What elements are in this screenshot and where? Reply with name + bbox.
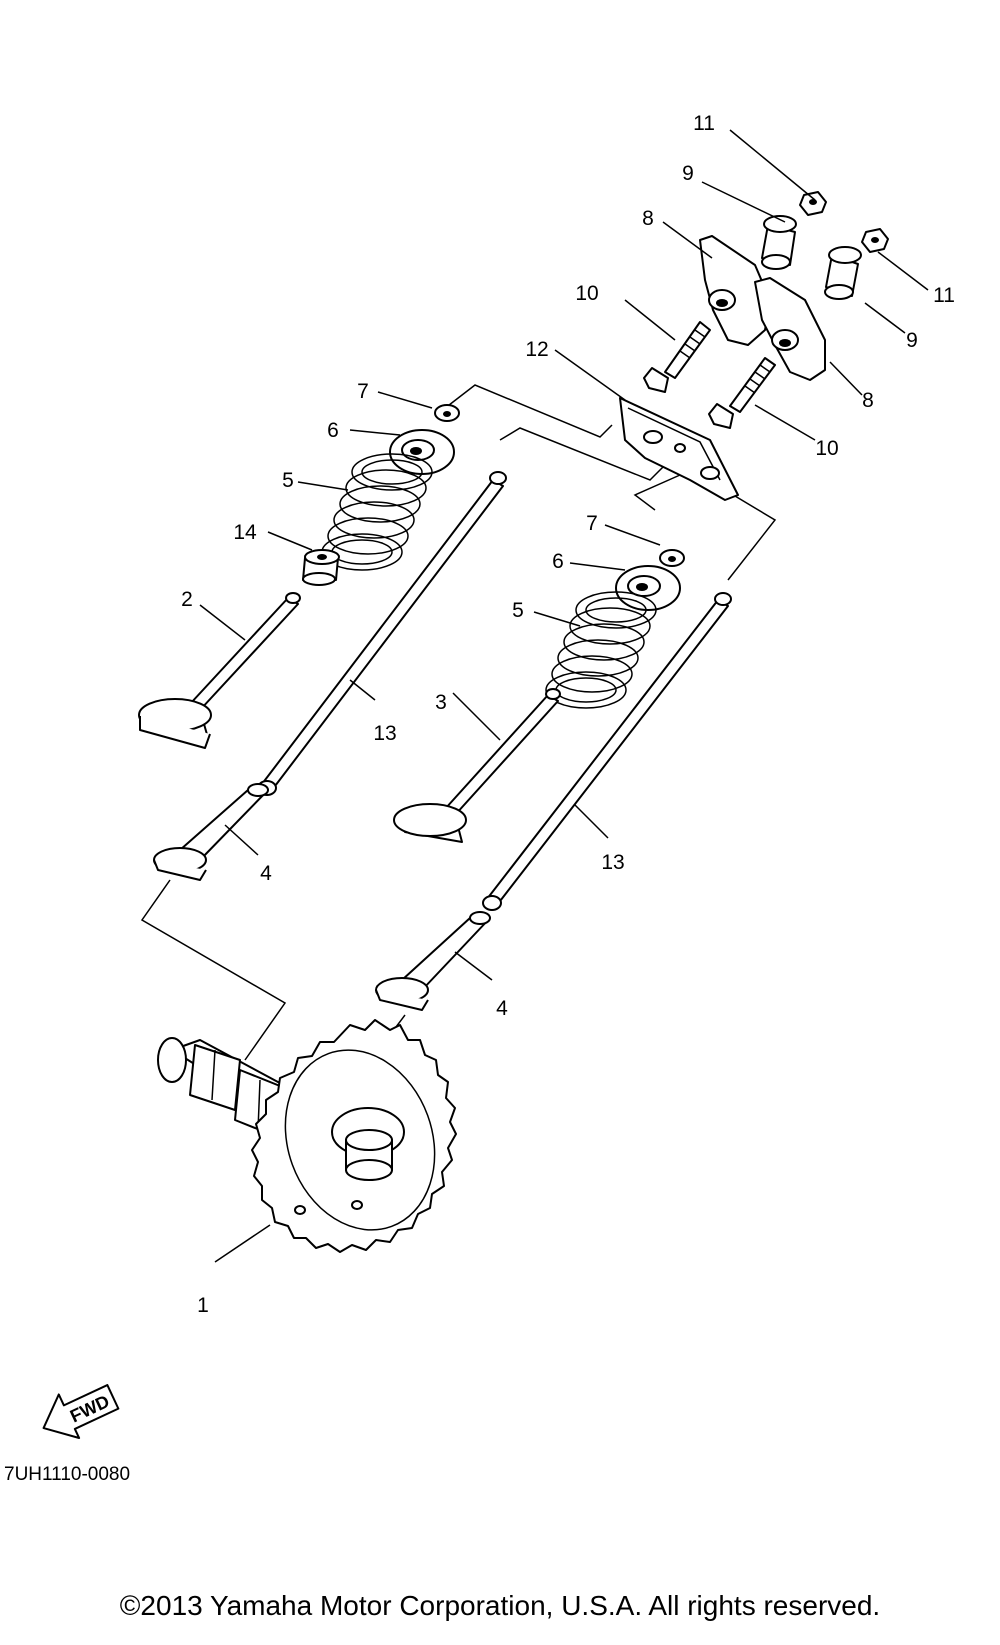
callout-14: 14	[233, 521, 257, 544]
nut-left	[799, 191, 827, 216]
callout-10-right: 10	[815, 437, 838, 460]
callout-labels: 11 9 8 10 12 7 6 5 14 2 11 9 8 10 7 6 5 …	[181, 112, 955, 1317]
callout-5-right: 5	[512, 599, 524, 622]
spring-retainer-right	[615, 565, 681, 611]
pivot-bushing-left	[761, 215, 797, 270]
valve-spring-right	[545, 591, 657, 709]
copyright-notice: ©2013 Yamaha Motor Corporation, U.S.A. A…	[119, 1590, 881, 1621]
spring-retainer-left	[389, 429, 455, 475]
callout-4-right: 4	[496, 997, 508, 1020]
callout-4-left: 4	[260, 862, 272, 885]
stud-right	[708, 357, 776, 429]
pivot-bushing-right	[824, 246, 862, 300]
forward-arrow: FWD	[42, 1384, 120, 1439]
rocker-base-plate	[619, 397, 739, 501]
callout-3: 3	[435, 691, 447, 714]
assembly-lines	[140, 384, 777, 1061]
callout-9-right: 9	[906, 329, 918, 352]
callout-8-right: 8	[862, 389, 874, 412]
callout-6-left: 6	[327, 419, 339, 442]
diagram-code: 7UH1110-0080	[4, 1464, 130, 1485]
callout-12: 12	[525, 338, 548, 361]
callout-8-top: 8	[642, 207, 654, 230]
exhaust-valve	[393, 688, 561, 843]
cotter-left	[434, 404, 460, 422]
camshaft-assembly	[157, 1019, 457, 1253]
tappet-left	[153, 783, 269, 881]
nut-right	[861, 228, 889, 253]
rocker-arm-left	[699, 235, 771, 346]
callout-13-right: 13	[601, 851, 624, 874]
stud-left	[643, 321, 711, 393]
intake-valve	[138, 592, 301, 749]
tappet-right	[375, 911, 491, 1011]
callout-10-top: 10	[575, 282, 598, 305]
callout-5-left: 5	[282, 469, 294, 492]
push-rod-left	[257, 471, 507, 796]
callout-7-right: 7	[586, 512, 598, 535]
leader-lines	[199, 129, 929, 1263]
callout-7-left: 7	[357, 380, 369, 403]
callout-2: 2	[181, 588, 193, 611]
push-rod-right	[482, 592, 732, 911]
callout-13-left: 13	[373, 722, 396, 745]
callout-1: 1	[197, 1294, 209, 1317]
callout-11-right: 11	[933, 284, 955, 307]
rocker-arm-right	[754, 277, 826, 381]
callout-9-top: 9	[682, 162, 694, 185]
valve-stem-seal	[302, 549, 340, 586]
cotter-right	[659, 549, 685, 567]
callout-11-top: 11	[693, 112, 715, 135]
callout-6-right: 6	[552, 550, 564, 573]
